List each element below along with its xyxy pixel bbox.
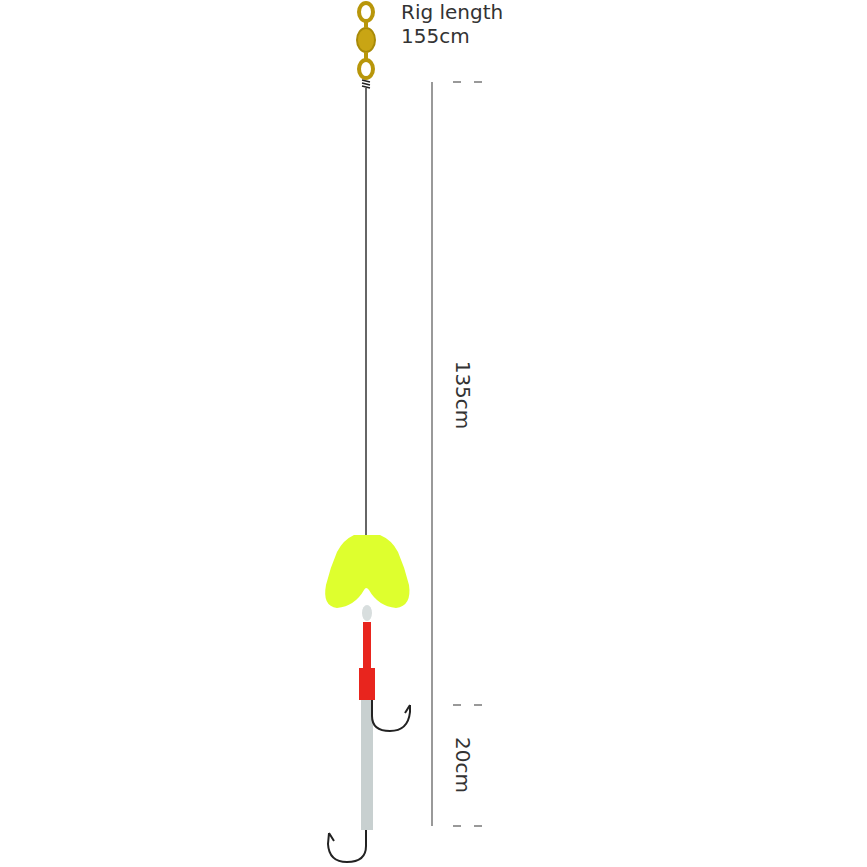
red-sleeve <box>359 668 375 700</box>
red-tube <box>363 622 371 668</box>
swivel <box>357 3 375 78</box>
dimension-lines <box>432 82 482 826</box>
line-knot <box>362 80 370 88</box>
heart-attractor <box>325 535 409 608</box>
bead <box>362 605 372 621</box>
hook <box>328 830 366 862</box>
hook <box>372 700 410 731</box>
dimension-label: 20cm <box>451 737 475 793</box>
dimension-label: 135cm <box>451 361 475 430</box>
main-line <box>365 88 367 540</box>
rig-length-label: Rig length 155cm <box>401 0 531 48</box>
grey-tube <box>361 700 373 830</box>
